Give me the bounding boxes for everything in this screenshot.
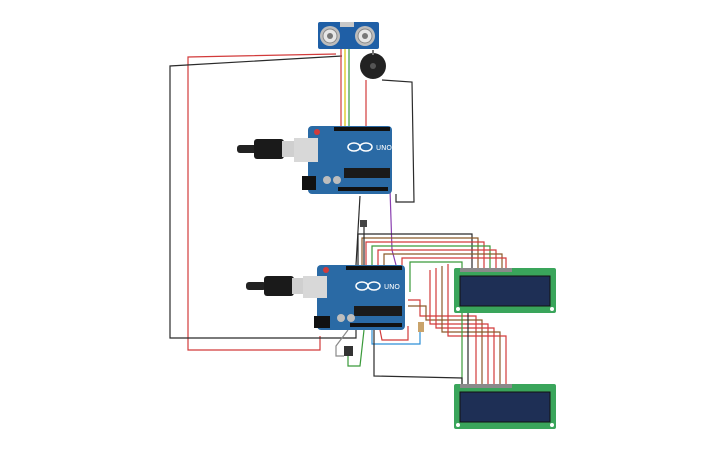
wire-gray[interactable] — [335, 329, 349, 357]
wires — [169, 48, 507, 386]
arduino-top[interactable]: UNO — [237, 126, 392, 194]
wire-red-long[interactable] — [187, 53, 337, 351]
wire-buzzer-black[interactable] — [381, 79, 415, 203]
wire-lcd1-green2[interactable] — [409, 261, 463, 292]
arduino-top-brand: UNO — [376, 144, 392, 152]
wire-lcd2-red[interactable] — [408, 299, 477, 386]
wire-lcd1-red2[interactable] — [377, 249, 497, 270]
usb-cable-bottom — [246, 276, 304, 296]
lcd-bottom[interactable] — [454, 384, 556, 429]
wire-lcd1-black[interactable] — [357, 233, 473, 270]
wire-lcd2-brown[interactable] — [408, 305, 483, 386]
ultrasonic-sensor-icon — [320, 26, 375, 46]
ultrasonic-sensor[interactable] — [318, 22, 379, 49]
arduino-infinity-logo — [347, 142, 373, 152]
lcd-16x2-icon — [459, 275, 551, 307]
wire-lcd1-brown2[interactable] — [383, 253, 503, 270]
wire-black-mid[interactable] — [355, 195, 361, 266]
wire-blue[interactable] — [371, 326, 421, 345]
wire-lcd1-red3[interactable] — [401, 257, 507, 270]
wire-lcd1-red[interactable] — [365, 241, 485, 270]
wire-lcd2-red2[interactable] — [429, 270, 489, 386]
wire-lcd2-red3[interactable] — [435, 268, 495, 386]
wire-red-low[interactable] — [379, 326, 409, 341]
arduino-infinity-logo — [355, 281, 381, 291]
piezo-buzzer[interactable] — [360, 50, 386, 79]
wire-black-long[interactable] — [169, 55, 357, 339]
wire-lcd2-red4[interactable] — [447, 264, 507, 386]
arduino-bottom[interactable]: UNO — [246, 265, 405, 330]
resistor[interactable] — [418, 322, 424, 332]
pushbutton[interactable] — [360, 220, 367, 227]
lcd-16x2-icon — [459, 391, 551, 423]
wire-green-low[interactable] — [347, 329, 365, 367]
wire-black-low[interactable] — [373, 330, 463, 386]
wire-lcd2-brown2[interactable] — [441, 266, 501, 386]
lcd-top[interactable] — [454, 268, 556, 313]
small-sensor[interactable] — [344, 346, 353, 356]
usb-cable-top — [237, 139, 294, 159]
arduino-bottom-brand: UNO — [384, 283, 400, 291]
